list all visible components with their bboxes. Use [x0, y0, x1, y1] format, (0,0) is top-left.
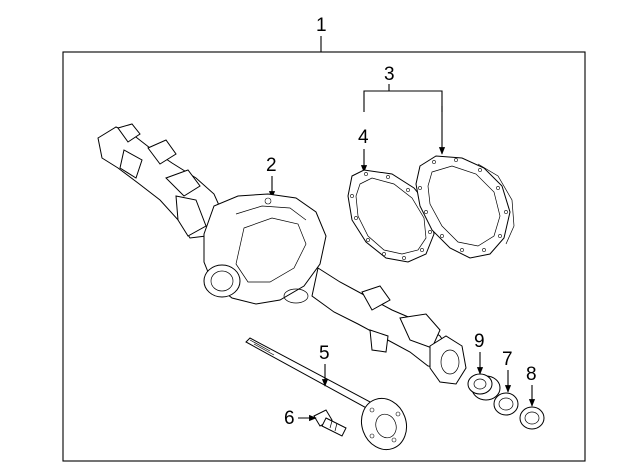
- differential-cover: [415, 155, 515, 259]
- axle-bearing: [467, 373, 501, 401]
- axle-housing: [97, 123, 467, 385]
- assembly-frame: [62, 51, 586, 462]
- callout-5: 5: [319, 343, 330, 364]
- callout-4: 4: [358, 127, 369, 148]
- wheel-stud: [313, 409, 347, 437]
- leader-3-bracket: [363, 90, 443, 112]
- callout-6: 6: [284, 408, 295, 429]
- callout-2: 2: [266, 155, 277, 176]
- callout-1: 1: [316, 15, 327, 36]
- axle-seal: [519, 406, 545, 430]
- bearing-race: [493, 392, 519, 416]
- callout-3: 3: [384, 64, 395, 85]
- callout-7: 7: [502, 349, 513, 370]
- callout-9: 9: [474, 331, 485, 352]
- callout-8: 8: [526, 364, 537, 385]
- axle-shaft: [245, 337, 408, 451]
